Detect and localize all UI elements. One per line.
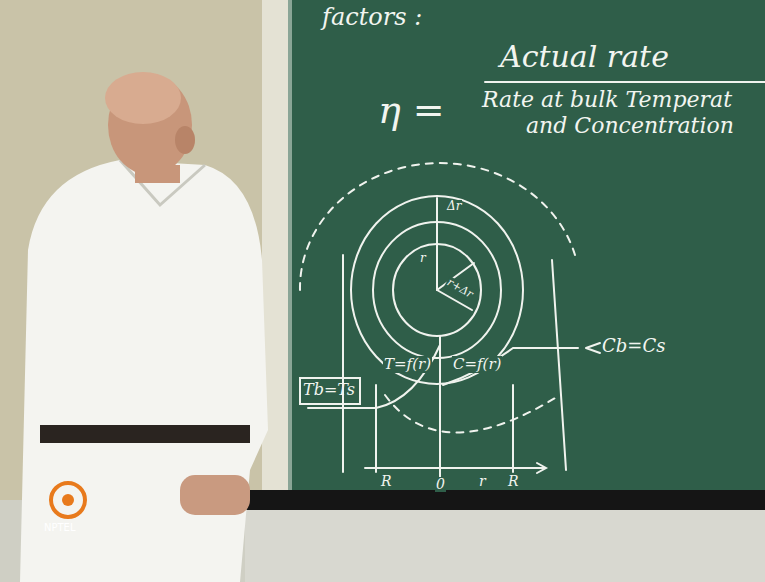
radius-label: r [419, 252, 427, 265]
axis-label: R [507, 474, 520, 489]
temperature-label: Tb=Ts [303, 381, 355, 399]
fraction-denominator: Rate at bulk Temperat [482, 88, 732, 112]
axis-label: R [380, 474, 393, 489]
axis-label: 0 [435, 477, 446, 492]
profile-label: C=f(r) [452, 356, 502, 373]
equation-symbol: η = [378, 90, 445, 132]
concentration-label: Cb=Cs [602, 336, 665, 356]
axis-label: r [478, 474, 487, 489]
logo-text: NPTEL [44, 522, 76, 533]
radius-label: Δr [446, 200, 462, 213]
note-text: factors : [322, 4, 422, 30]
profile-label: T=f(r) [383, 356, 432, 373]
fraction-numerator: Actual rate [500, 40, 669, 73]
fraction-denominator: and Concentration [526, 114, 734, 138]
